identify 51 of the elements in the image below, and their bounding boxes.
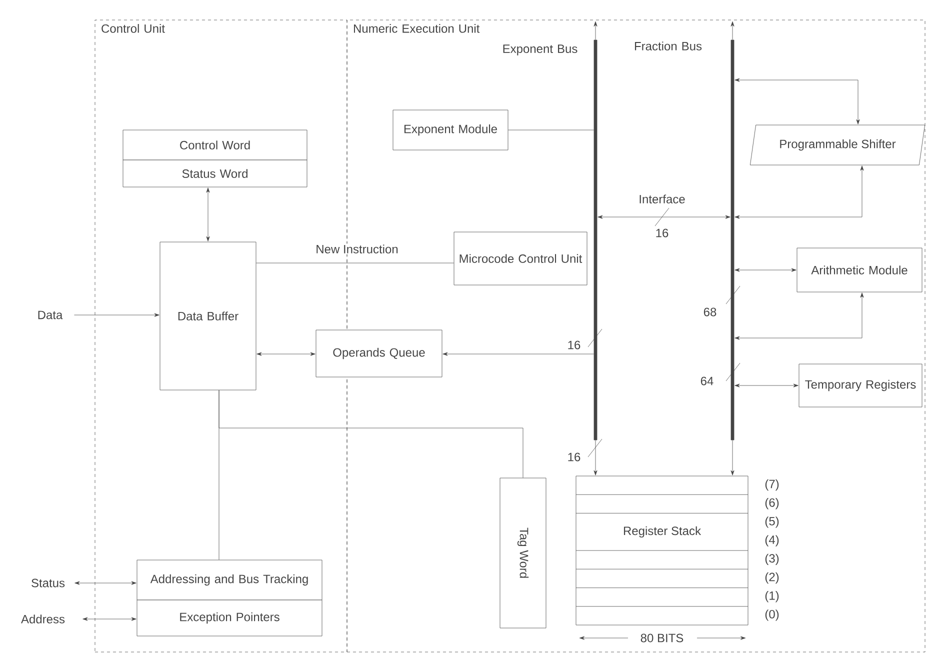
- arrow: [256, 352, 316, 356]
- block-box: Data Buffer: [160, 242, 256, 390]
- arrow: [594, 21, 598, 40]
- arrow: [74, 313, 160, 317]
- arrow: [82, 617, 136, 621]
- signal-label: Status: [32, 578, 65, 588]
- block-box: Arithmetic Module: [796, 248, 922, 292]
- connector-line: [256, 262, 454, 264]
- register-stack: Register Stack: [576, 476, 748, 626]
- register-index: (2): [765, 572, 779, 584]
- connector-line: [218, 390, 524, 478]
- arrow: [594, 440, 598, 476]
- register-index: (1): [765, 591, 779, 602]
- block-box: Microcode Control Unit: [454, 232, 588, 286]
- arrow: [734, 78, 860, 124]
- arrow: [734, 292, 864, 340]
- bus-width-label: 68: [704, 308, 716, 316]
- arrow: [734, 268, 796, 272]
- register-index: (0): [765, 610, 779, 621]
- arrow: [734, 384, 798, 388]
- arrow: [730, 440, 734, 476]
- bus-width-label: 16: [568, 340, 580, 350]
- block-box: Operands Queue: [316, 330, 442, 378]
- edge-label: New Instruction: [314, 244, 400, 254]
- block-box: Status Word: [122, 160, 308, 188]
- arrow: [442, 352, 594, 356]
- block-box: Control Word: [122, 130, 308, 160]
- arrow: [74, 581, 136, 585]
- register-index: (7): [765, 479, 779, 491]
- signal-label: Data: [38, 310, 63, 320]
- arrow: [598, 215, 730, 219]
- bus-width-label: 16: [568, 452, 580, 462]
- signal-label: Address: [21, 614, 65, 624]
- block-box: Addressing and Bus Tracking: [136, 560, 322, 600]
- edge-label: Interface: [638, 194, 686, 204]
- arrow: [730, 21, 734, 40]
- shifter-parallelogram: Programmable Shifter: [750, 124, 926, 166]
- register-index: (5): [765, 516, 779, 528]
- bus-width-label: 64: [700, 376, 714, 386]
- arrow: [206, 188, 210, 242]
- arrow: [734, 166, 864, 219]
- bus-label: Exponent Bus: [503, 44, 578, 56]
- register-index: (6): [765, 498, 779, 510]
- block-box: Exponent Module: [392, 110, 508, 150]
- block-box: Exception Pointers: [136, 600, 322, 636]
- register-index: (4): [765, 535, 779, 546]
- bus-label: Fraction Bus: [634, 42, 702, 50]
- register-index: (3): [765, 554, 779, 565]
- bus-width-label: 16: [656, 228, 668, 238]
- block-box: Temporary Registers: [798, 364, 922, 408]
- tag-word-box: Tag Word: [500, 478, 546, 628]
